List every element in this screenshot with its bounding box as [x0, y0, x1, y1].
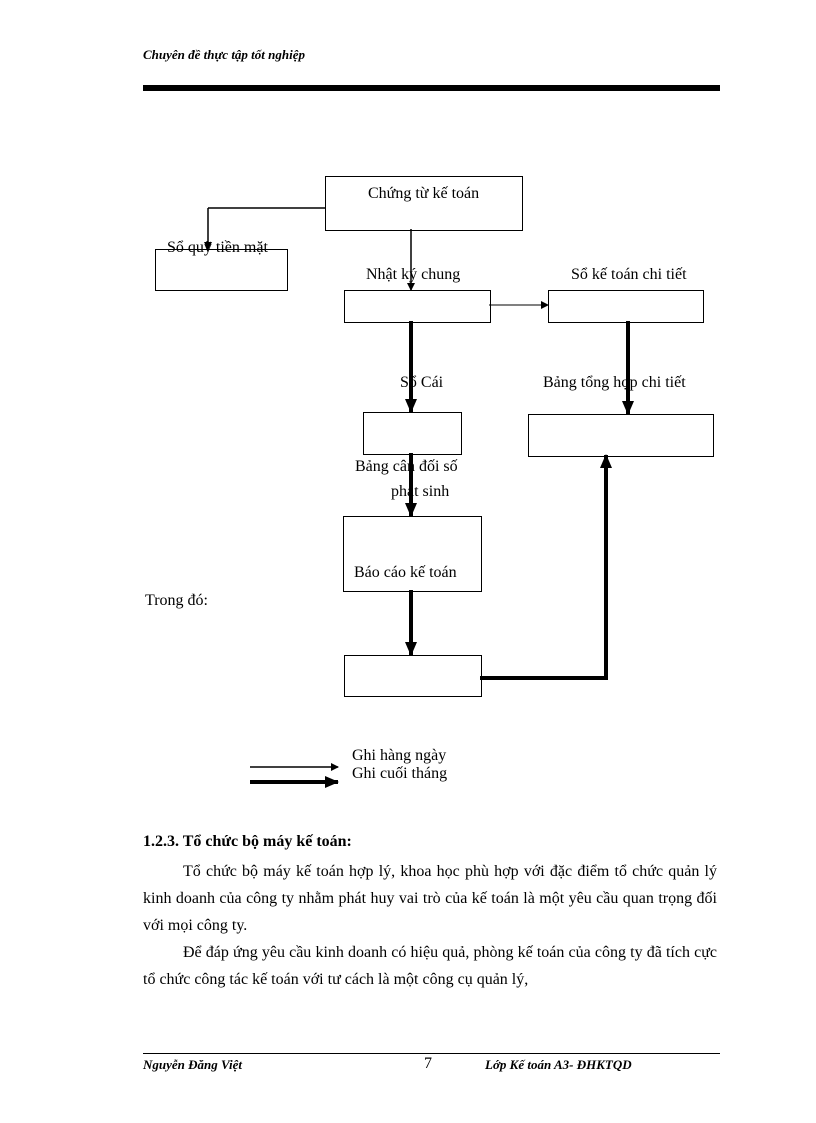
arrow-baocao-to-bangtonghop: [480, 454, 612, 680]
footer-class: Lớp Kế toán A3- ĐHKTQD: [485, 1057, 632, 1072]
label-so-cai: Sổ Cái: [400, 374, 444, 391]
footer-author: Nguyễn Đăng Việt: [143, 1057, 242, 1072]
box-so-quy: [155, 249, 288, 291]
label-so-chi-tiet: Sổ kế toán chi tiết: [571, 266, 687, 283]
label-bao-cao: Báo cáo kế toán: [354, 564, 457, 581]
paragraph-1: Tổ chức bộ máy kế toán hợp lý, khoa học …: [143, 863, 717, 934]
label-bang-tong-hop: Bảng tổng hợp chi tiết: [543, 374, 686, 391]
label-trong-do: Trong đó:: [145, 592, 208, 609]
legend-period-end-label: Ghi cuối tháng: [352, 765, 448, 782]
header-rule: [143, 85, 720, 91]
legend-daily-label: Ghi hàng ngày: [352, 747, 447, 764]
box-bang-tong-hop: [528, 414, 714, 457]
label-bang-can-doi-line1: Bảng cân đối số: [355, 458, 458, 475]
label-chung-tu: Chứng từ kế toán: [368, 185, 480, 202]
box-nhat-ky-chung: [344, 290, 491, 323]
label-nhat-ky-chung: Nhật ký chung: [366, 266, 461, 283]
label-so-quy: Sổ quỹ tiền mặt: [167, 239, 268, 256]
header-title: Chuyên đề thực tập tốt nghiệp: [143, 47, 305, 62]
box-chung-tu: [325, 176, 523, 231]
section-title: 1.2.3. Tổ chức bộ máy kế toán:: [143, 833, 352, 850]
label-bang-can-doi-line2: phát sinh: [391, 483, 450, 500]
footer-rule: [143, 1053, 720, 1054]
page-number: 7: [424, 1055, 432, 1072]
paragraph-2: Để đáp ứng yêu cầu kinh doanh có hiệu qu…: [143, 944, 717, 988]
